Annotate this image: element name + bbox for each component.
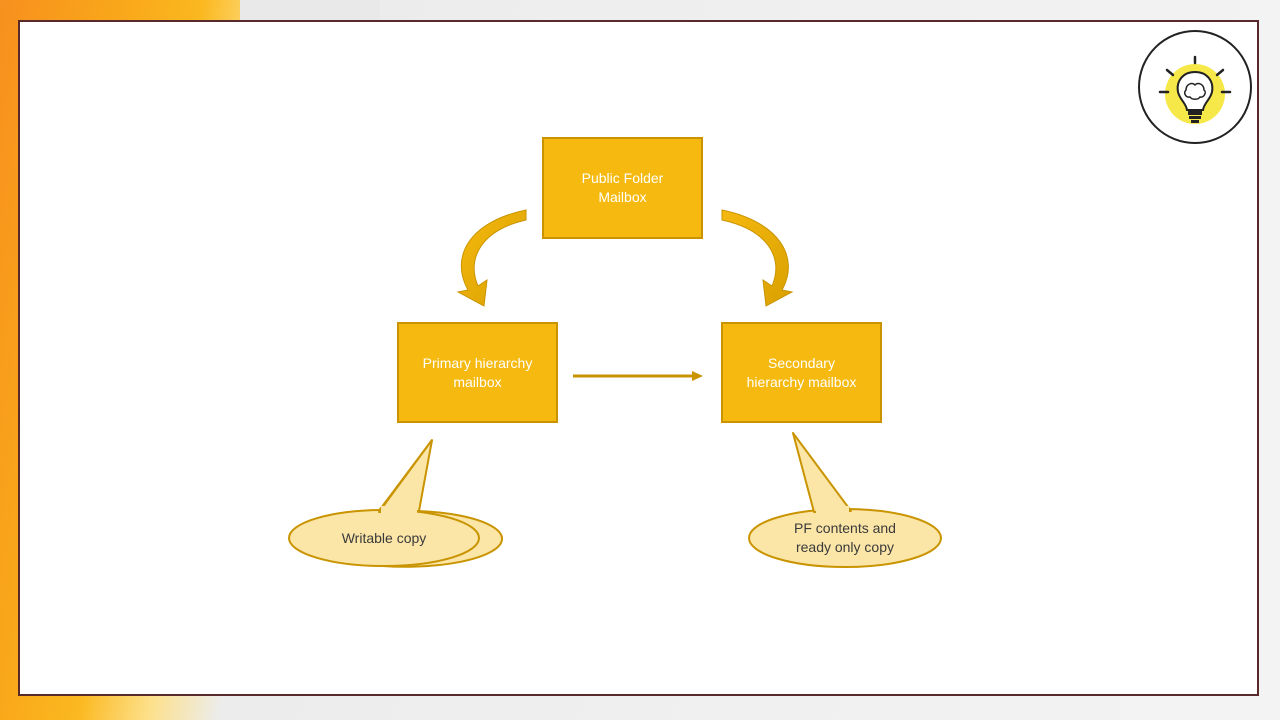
callout-pf-contents-tail <box>792 432 852 513</box>
node-public-folder-label: Public Folder Mailbox <box>581 170 664 205</box>
node-secondary-hierarchy-mailbox: Secondary hierarchy mailbox <box>721 322 882 423</box>
callout-pf-contents-text: PF contents and ready only copy <box>794 520 896 555</box>
slide-canvas <box>18 20 1259 696</box>
node-primary-label: Primary hierarchy mailbox <box>422 354 533 390</box>
callout-writable-copy-tail <box>378 439 433 513</box>
office-365-concepts-logo <box>1138 30 1252 144</box>
curved-arrow-left <box>456 209 527 307</box>
node-secondary-label: Secondary hierarchy mailbox <box>746 354 857 390</box>
lightbulb-brain-icon <box>1158 55 1232 124</box>
callout-pf-contents-seam <box>816 506 849 516</box>
background-stripe <box>240 0 380 22</box>
callout-writable-copy-text: Writable copy <box>341 529 427 546</box>
callout-writable-copy-seam <box>381 506 417 516</box>
node-primary-hierarchy-mailbox: Primary hierarchy mailbox <box>397 322 558 423</box>
arrowhead-primary-to-secondary <box>692 371 703 381</box>
node-public-folder-mailbox: Public Folder Mailbox <box>542 137 703 239</box>
curved-arrow-right <box>721 209 794 307</box>
